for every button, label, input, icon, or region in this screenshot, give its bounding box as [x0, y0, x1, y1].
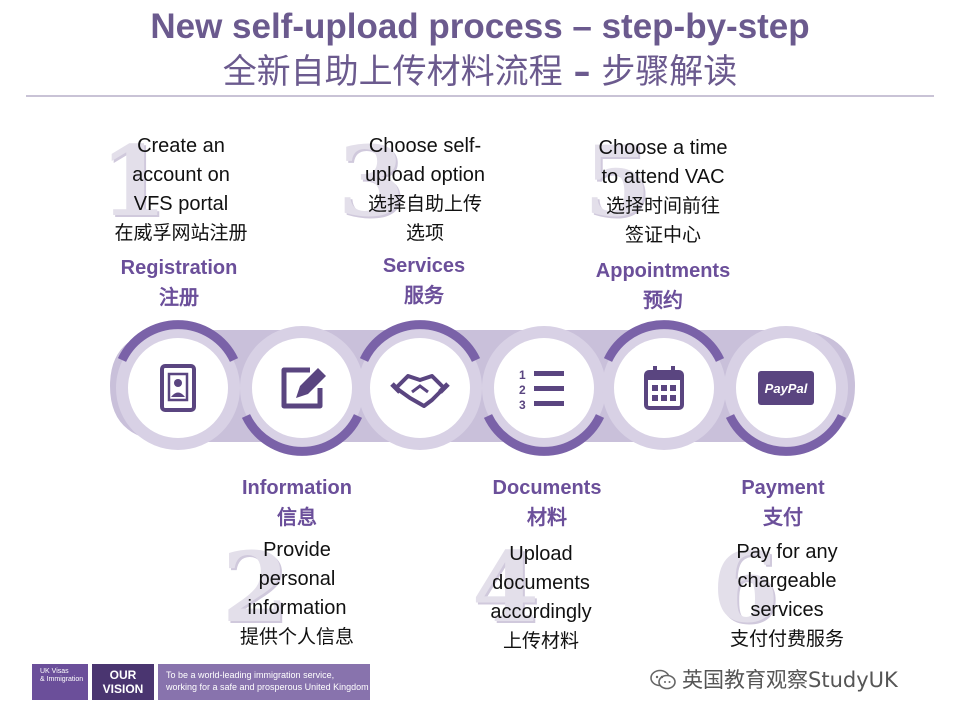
- paypal-icon: PayPal: [758, 371, 814, 405]
- subtitle-cn2: 步骤解读: [601, 52, 738, 92]
- our-vision-badge: OUR VISION: [92, 664, 154, 700]
- step-circle-3: [358, 320, 482, 450]
- page-title: New self-upload process – step-by-step: [150, 7, 810, 46]
- step-label-registration: Registration 注册: [120, 257, 238, 309]
- subtitle-dash: –: [573, 52, 591, 92]
- step-label-payment: Payment 支付: [741, 477, 825, 529]
- calendar-icon: [644, 366, 684, 410]
- svg-text:3: 3: [519, 398, 526, 412]
- vision-statement: To be a world-leading immigration servic…: [158, 664, 370, 700]
- step-label-services: Services 服务: [382, 255, 466, 307]
- handshake-icon: [390, 374, 450, 408]
- step-desc-3: Choose self- upload option 选择自助上传 选项: [364, 135, 486, 244]
- step-label-documents: Documents 材料: [492, 477, 602, 529]
- watermark: 英国教育观察StudyUK: [650, 664, 898, 694]
- step-label-appointments: Appointments 预约: [595, 260, 731, 312]
- step-number-4: 4: [472, 531, 539, 644]
- title-divider: [26, 95, 934, 97]
- step-desc-1: Create an account on VFS portal 在威孚网站注册: [114, 135, 248, 244]
- uk-visas-logo: UK Visas & Immigration: [32, 664, 88, 700]
- step-number-6: 6: [712, 531, 779, 644]
- step-label-information: Information 信息: [242, 477, 352, 529]
- id-card-icon: [160, 364, 196, 412]
- svg-text:1: 1: [519, 368, 526, 382]
- step-number-5: 5: [584, 125, 651, 238]
- subtitle-cn: 全新自助上传材料流程: [222, 52, 563, 92]
- step-desc-6: Pay for any chargeable services 支付付费服务: [729, 541, 844, 650]
- step-desc-5: Choose a time to attend VAC 选择时间前往 签证中心: [598, 137, 728, 246]
- step-number-3: 3: [338, 125, 405, 238]
- edit-icon: [281, 367, 326, 409]
- step-desc-4: Upload documents accordingly 上传材料: [490, 543, 592, 652]
- step-desc-2: Provide personal information 提供个人信息: [239, 539, 354, 648]
- step-circle-1: [116, 320, 240, 450]
- numbered-list-icon: 1 2 3: [519, 368, 564, 412]
- paypal-text: PayPal: [765, 381, 808, 396]
- page-subtitle: 全新自助上传材料流程 – 步骤解读: [0, 50, 960, 94]
- wechat-icon: [650, 669, 676, 690]
- svg-text:2: 2: [519, 383, 526, 397]
- step-number-2: 2: [222, 531, 289, 644]
- step-number-1: 1: [100, 125, 167, 238]
